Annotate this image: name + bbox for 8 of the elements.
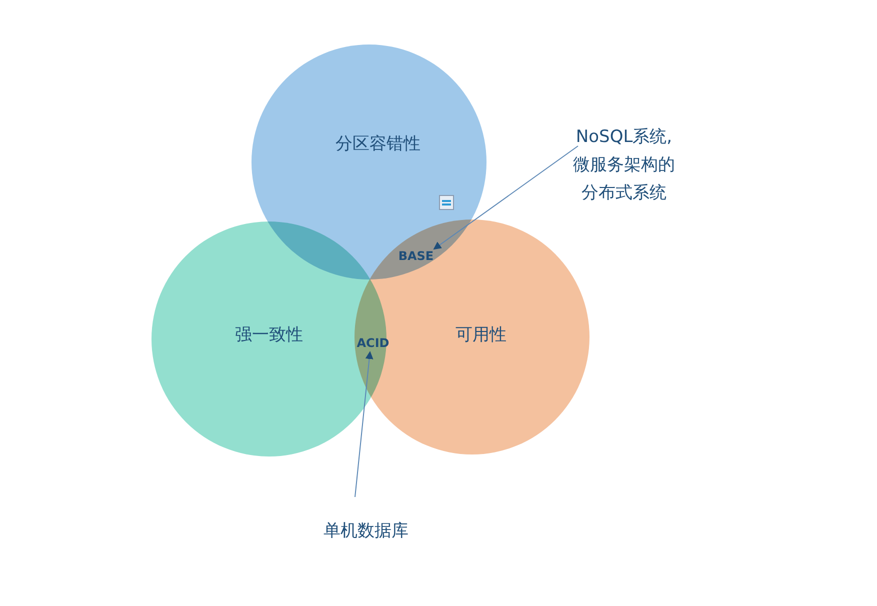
circle-label: 分区容错性: [336, 133, 420, 155]
circle-label: 强一致性: [235, 324, 303, 346]
circle-label: 可用性: [456, 324, 506, 346]
annotation-text: NoSQL系统,微服务架构的分布式系统: [568, 123, 680, 207]
leader-arrow: [433, 146, 578, 250]
region-label: BASE: [398, 249, 434, 263]
annotation-text: 单机数据库: [318, 519, 414, 542]
leader-arrow: [354, 351, 374, 498]
